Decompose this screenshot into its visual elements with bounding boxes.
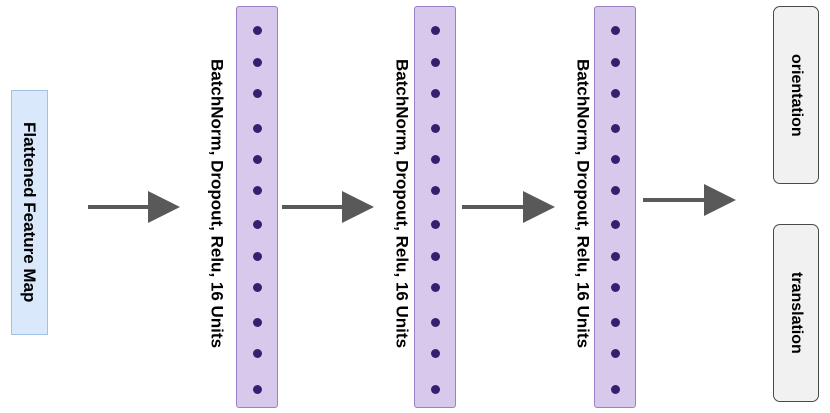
layer-2-label: BatchNorm, Dropout, Relu, 16 Units (392, 59, 412, 349)
layer-1-node (252, 124, 262, 133)
layer-3-node (610, 385, 620, 394)
layer-2-nodes (414, 6, 456, 408)
layer-1-node (252, 385, 262, 394)
layer-1-node (252, 318, 262, 327)
layer-1-node (252, 58, 262, 67)
layer-1-node (252, 26, 262, 35)
layer-2-node (430, 349, 440, 358)
layer-2-node (430, 124, 440, 133)
layer-3-node (610, 318, 620, 327)
layer-2-node (430, 385, 440, 394)
layer-1-node (252, 349, 262, 358)
layer-3-node (610, 58, 620, 67)
layer-3-node (610, 26, 620, 35)
layer-2-node (430, 89, 440, 98)
layer-3-node (610, 124, 620, 133)
layer-3-node (610, 252, 620, 261)
layer-1-nodes (236, 6, 278, 408)
layer-3-label: BatchNorm, Dropout, Relu, 16 Units (573, 59, 593, 349)
input-label: Flattened Feature Map (20, 122, 39, 303)
output-translation: translation (773, 224, 819, 402)
layer-3-node (610, 155, 620, 164)
layer-2-node (430, 283, 440, 292)
layer-3-node (610, 220, 620, 229)
layer-1-node (252, 252, 262, 261)
layer-2-node (430, 252, 440, 261)
layer-2-node (430, 220, 440, 229)
layer-2-node (430, 318, 440, 327)
layer-1-node (252, 186, 262, 195)
layer-2-node (430, 155, 440, 164)
layer-3-nodes (594, 6, 636, 408)
layer-1-node (252, 220, 262, 229)
layer-1-label: BatchNorm, Dropout, Relu, 16 Units (207, 59, 227, 349)
output-translation-label: translation (788, 272, 805, 354)
layer-3-node (610, 349, 620, 358)
layer-3-node (610, 89, 620, 98)
layer-2-node (430, 26, 440, 35)
output-orientation-label: orientation (788, 53, 805, 137)
layer-2-node (430, 186, 440, 195)
layer-1-node (252, 283, 262, 292)
layer-2-node (430, 58, 440, 67)
input-flattened-feature-map: Flattened Feature Map (11, 90, 48, 335)
layer-1-node (252, 155, 262, 164)
layer-3-node (610, 186, 620, 195)
output-orientation: orientation (773, 6, 819, 184)
layer-1-node (252, 89, 262, 98)
layer-3-node (610, 283, 620, 292)
